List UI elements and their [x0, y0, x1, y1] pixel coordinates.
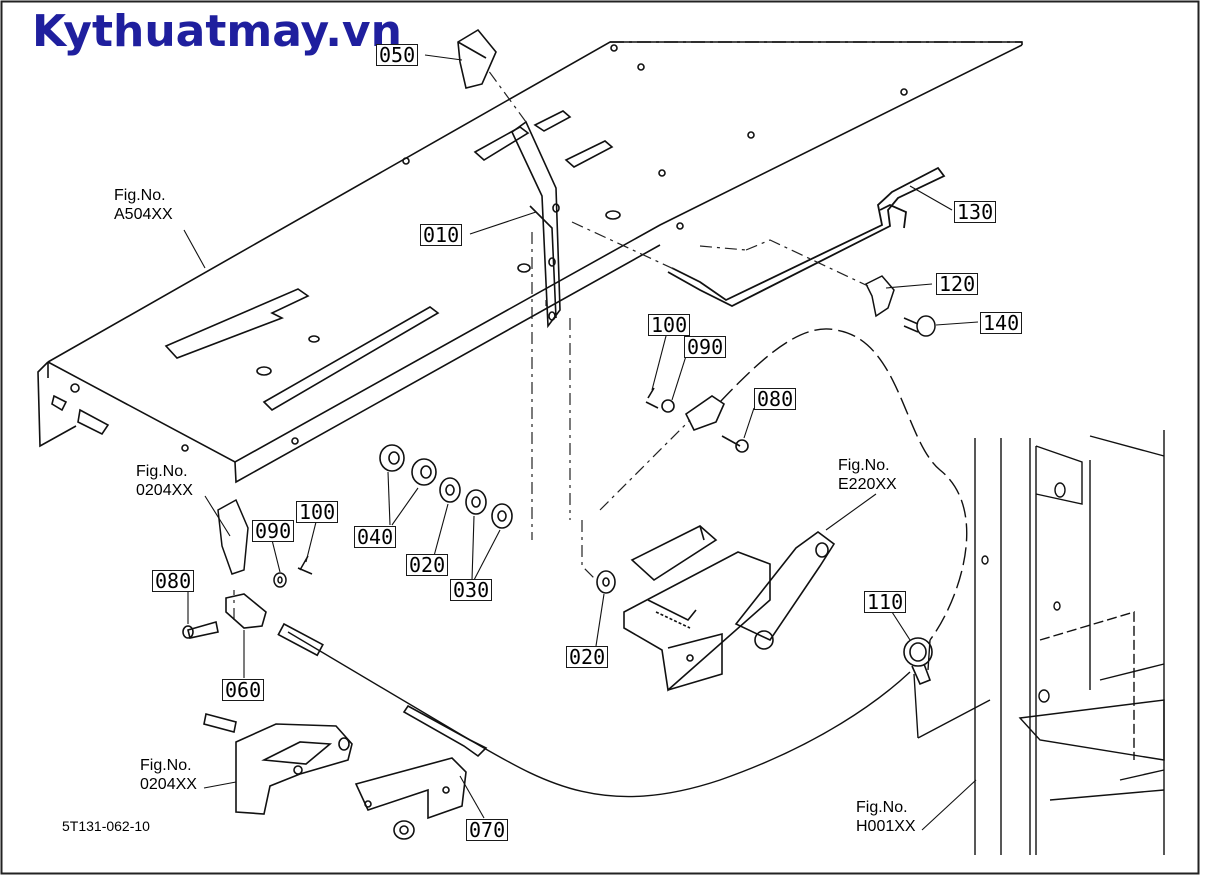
figref-number: H001XX: [856, 818, 916, 835]
callout-120[interactable]: 120: [936, 273, 979, 295]
figref-number: 0204XX: [136, 482, 193, 499]
callout-140[interactable]: 140: [980, 312, 1023, 334]
drawing-code: 5T131-062-10: [62, 818, 150, 834]
site-watermark-logo: Kythuatmay.vn: [32, 6, 402, 57]
nuts-washers: [379, 444, 616, 594]
figref-label: Fig.No.: [856, 799, 908, 816]
callout-020-lower[interactable]: 020: [566, 646, 609, 668]
figref-a504xx[interactable]: Fig.No. A504XX: [114, 186, 173, 224]
bolt-140: [903, 315, 936, 337]
callout-090-left[interactable]: 090: [252, 520, 295, 542]
callout-060[interactable]: 060: [222, 679, 265, 701]
callout-100-upper[interactable]: 100: [648, 314, 691, 336]
cable-end-right: [645, 387, 749, 453]
guide-lines: [233, 69, 869, 620]
washer-090-left: [273, 572, 287, 588]
callout-090-upper[interactable]: 090: [684, 336, 727, 358]
pin-100-left: [297, 555, 313, 575]
figref-0204xx-lower[interactable]: Fig.No. 0204XX: [140, 756, 197, 794]
figref-label: Fig.No.: [114, 187, 166, 204]
bracket-0204-top: [217, 498, 249, 575]
control-cable: [287, 328, 991, 798]
figref-number: E220XX: [838, 476, 897, 493]
lever-010: [510, 120, 561, 329]
leader-lines: [183, 54, 979, 831]
figref-number: A504XX: [114, 206, 173, 223]
figref-0204xx-upper[interactable]: Fig.No. 0204XX: [136, 462, 193, 500]
figref-label: Fig.No.: [140, 757, 192, 774]
figref-label: Fig.No.: [136, 463, 188, 480]
callout-080-upper[interactable]: 080: [754, 388, 797, 410]
callout-100-left[interactable]: 100: [296, 501, 339, 523]
callout-070[interactable]: 070: [466, 819, 509, 841]
figref-label: Fig.No.: [838, 457, 890, 474]
cable-end-060: [182, 593, 324, 657]
clip-120: [864, 275, 895, 318]
callout-050[interactable]: 050: [376, 44, 419, 66]
side-frame: [974, 430, 1165, 855]
pedal-assembly: [623, 525, 836, 692]
callout-040[interactable]: 040: [354, 526, 397, 548]
callout-020-washer[interactable]: 020: [406, 554, 449, 576]
callout-080-left[interactable]: 080: [152, 570, 195, 592]
callout-010[interactable]: 010: [420, 224, 463, 246]
figref-e220xx[interactable]: Fig.No. E220XX: [838, 456, 897, 494]
callout-130[interactable]: 130: [954, 201, 997, 223]
clamp-110: [903, 637, 933, 686]
figref-number: 0204XX: [140, 776, 197, 793]
callout-030[interactable]: 030: [450, 579, 493, 601]
deck-plate: [37, 41, 1023, 484]
figref-h001xx[interactable]: Fig.No. H001XX: [856, 798, 916, 836]
knob-050: [457, 28, 497, 89]
callout-110[interactable]: 110: [864, 591, 907, 613]
rod-130: [667, 166, 946, 308]
bottom-bracket: [203, 704, 488, 840]
